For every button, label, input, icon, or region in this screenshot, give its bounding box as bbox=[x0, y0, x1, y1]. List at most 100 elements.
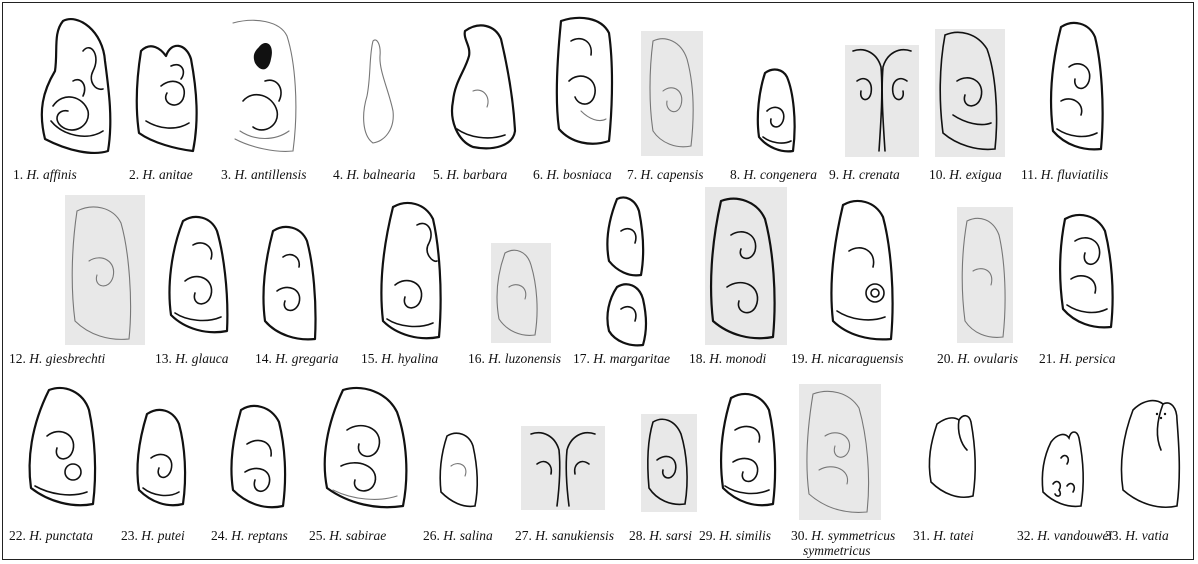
specimen-9-drawing bbox=[843, 11, 923, 161]
caption-number: 21. bbox=[1039, 351, 1056, 366]
species-name: H. sarsi bbox=[649, 528, 692, 543]
species-name-line2: symmetricus bbox=[791, 543, 895, 558]
specimen-19-drawing bbox=[823, 191, 913, 351]
caption-22: 22. H. punctata bbox=[9, 528, 93, 543]
caption-number: 14. bbox=[255, 351, 272, 366]
specimen-27-drawing bbox=[521, 380, 611, 530]
specimen-12-drawing bbox=[63, 191, 153, 351]
specimen-25-drawing bbox=[313, 380, 423, 530]
specimen-30-drawing bbox=[799, 380, 889, 530]
caption-number: 26. bbox=[423, 528, 440, 543]
species-name: H. tatei bbox=[933, 528, 974, 543]
caption-33: 33. H. vatia bbox=[1105, 528, 1169, 543]
caption-32: 32. H. vandouwei bbox=[1017, 528, 1112, 543]
species-name: H. exigua bbox=[949, 167, 1001, 182]
caption-2: 2. H. anitae bbox=[129, 167, 193, 182]
species-name: H. bosniaca bbox=[547, 167, 612, 182]
caption-number: 7. bbox=[627, 167, 637, 182]
caption-10: 10. H. exigua bbox=[929, 167, 1002, 182]
caption-27: 27. H. sanukiensis bbox=[515, 528, 614, 543]
caption-number: 32. bbox=[1017, 528, 1034, 543]
caption-number: 2. bbox=[129, 167, 139, 182]
species-name: H. glauca bbox=[175, 351, 228, 366]
species-name: H. symmetricus bbox=[811, 528, 895, 543]
species-name: H. vatia bbox=[1125, 528, 1169, 543]
specimen-18-drawing bbox=[703, 191, 793, 351]
caption-17: 17. H. margaritae bbox=[573, 351, 670, 366]
caption-number: 4. bbox=[333, 167, 343, 182]
caption-8: 8. H. congenera bbox=[730, 167, 817, 182]
specimen-8-drawing bbox=[751, 11, 811, 161]
specimen-1-drawing bbox=[33, 11, 123, 161]
caption-number: 9. bbox=[829, 167, 839, 182]
caption-15: 15. H. hyalina bbox=[361, 351, 438, 366]
caption-30: 30. H. symmetricus symmetricus bbox=[791, 528, 895, 558]
caption-number: 33. bbox=[1105, 528, 1122, 543]
caption-24: 24. H. reptans bbox=[211, 528, 288, 543]
caption-number: 27. bbox=[515, 528, 532, 543]
species-name: H. giesbrechti bbox=[29, 351, 105, 366]
caption-number: 20. bbox=[937, 351, 954, 366]
caption-21: 21. H. persica bbox=[1039, 351, 1116, 366]
specimen-2-drawing bbox=[131, 11, 211, 161]
specimen-4-drawing bbox=[355, 11, 415, 161]
caption-12: 12. H. giesbrechti bbox=[9, 351, 105, 366]
specimen-21-drawing bbox=[1053, 191, 1133, 351]
species-name: H. gregaria bbox=[275, 351, 338, 366]
caption-1: 1. H. affinis bbox=[13, 167, 77, 182]
caption-number: 5. bbox=[433, 167, 443, 182]
caption-11: 11. H. fluviatilis bbox=[1021, 167, 1108, 182]
caption-9: 9. H. crenata bbox=[829, 167, 900, 182]
caption-4: 4. H. balnearia bbox=[333, 167, 416, 182]
caption-23: 23. H. putei bbox=[121, 528, 185, 543]
caption-number: 13. bbox=[155, 351, 172, 366]
species-name: H. congenera bbox=[744, 167, 817, 182]
specimen-3-drawing bbox=[225, 11, 315, 161]
specimen-24-drawing bbox=[225, 380, 305, 530]
caption-number: 29. bbox=[699, 528, 716, 543]
specimen-row-2: 12. H. giesbrechti 13. H. glauca 14. bbox=[3, 191, 1195, 376]
caption-number: 10. bbox=[929, 167, 946, 182]
specimen-20-drawing bbox=[955, 191, 1025, 351]
caption-number: 23. bbox=[121, 528, 138, 543]
specimen-32-drawing bbox=[1035, 380, 1095, 530]
species-name: H. luzonensis bbox=[488, 351, 561, 366]
species-name: H. barbara bbox=[447, 167, 508, 182]
specimen-31-drawing bbox=[923, 380, 993, 530]
specimen-29-drawing bbox=[713, 380, 793, 530]
species-name: H. sabirae bbox=[329, 528, 386, 543]
caption-number: 1. bbox=[13, 167, 23, 182]
species-name: H. sanukiensis bbox=[535, 528, 614, 543]
specimen-23-drawing bbox=[131, 380, 201, 530]
species-name: H. persica bbox=[1059, 351, 1115, 366]
specimen-14-drawing bbox=[257, 191, 337, 351]
caption-number: 30. bbox=[791, 528, 808, 543]
specimen-row-3: 22. H. punctata 23. H. putei 24. H. rept… bbox=[3, 380, 1195, 560]
species-name: H. salina bbox=[443, 528, 493, 543]
caption-3: 3. H. antillensis bbox=[221, 167, 307, 182]
caption-29: 29. H. similis bbox=[699, 528, 771, 543]
specimen-15-drawing bbox=[373, 191, 463, 351]
species-name: H. capensis bbox=[641, 167, 704, 182]
caption-18: 18. H. monodi bbox=[689, 351, 766, 366]
species-name: H. punctata bbox=[29, 528, 93, 543]
caption-16: 16. H. luzonensis bbox=[468, 351, 561, 366]
caption-14: 14. H. gregaria bbox=[255, 351, 339, 366]
caption-number: 28. bbox=[629, 528, 646, 543]
caption-number: 31. bbox=[913, 528, 930, 543]
caption-26: 26. H. salina bbox=[423, 528, 493, 543]
caption-number: 25. bbox=[309, 528, 326, 543]
caption-number: 11. bbox=[1021, 167, 1037, 182]
species-name: H. anitae bbox=[143, 167, 193, 182]
species-name: H. affinis bbox=[27, 167, 77, 182]
caption-number: 19. bbox=[791, 351, 808, 366]
caption-13: 13. H. glauca bbox=[155, 351, 229, 366]
caption-number: 6. bbox=[533, 167, 543, 182]
specimen-6-drawing bbox=[551, 11, 621, 161]
species-name: H. hyalina bbox=[381, 351, 438, 366]
caption-20: 20. H. ovularis bbox=[937, 351, 1018, 366]
species-name: H. antillensis bbox=[235, 167, 307, 182]
caption-19: 19. H. nicaraguensis bbox=[791, 351, 904, 366]
caption-25: 25. H. sabirae bbox=[309, 528, 386, 543]
